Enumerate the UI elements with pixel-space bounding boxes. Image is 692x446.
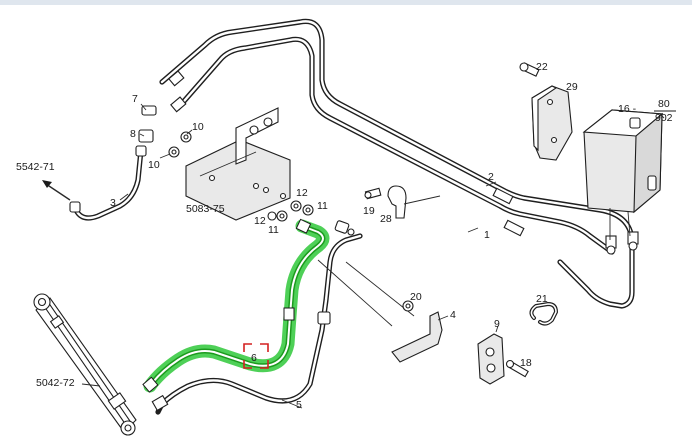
label-part-1: 1 — [484, 229, 490, 241]
label-part-16-fraction-top: 80 — [658, 98, 670, 110]
label-ref-5042-72: 5042-72 — [36, 377, 75, 389]
hose-5 — [151, 220, 363, 415]
clamp-block-9 — [477, 325, 529, 385]
label-ref-5083-75: 5083-75 — [186, 203, 225, 215]
label-part-5: 5 — [296, 399, 302, 411]
leader-lines — [81, 181, 497, 409]
bracket-4 — [391, 300, 449, 363]
clamp-19-28 — [317, 185, 441, 327]
label-part-10-upper: 10 — [192, 121, 204, 133]
hose-6-highlighted — [142, 218, 330, 393]
label-part-9: 9 — [494, 318, 500, 330]
callout-6-box — [243, 343, 269, 369]
label-part-29: 29 — [566, 81, 578, 93]
label-part-11-lower: 11 — [268, 224, 279, 236]
bracket-29 — [519, 62, 573, 161]
cylinder-5042-72 — [33, 293, 137, 436]
label-part-10-lower: 10 — [148, 159, 160, 171]
label-part-4: 4 — [450, 309, 456, 321]
label-part-3: 3 — [110, 197, 116, 209]
label-part-12-upper: 12 — [296, 187, 308, 199]
label-part-22: 22 — [536, 61, 548, 73]
label-part-19: 19 — [363, 205, 375, 217]
label-part-7: 7 — [132, 93, 138, 105]
label-part-16-fraction-bottom: 902 — [655, 112, 673, 124]
bracket-5083-75 — [185, 107, 314, 222]
label-part-6-callout: 6 — [251, 352, 257, 364]
label-part-12-lower: 12 — [254, 215, 266, 227]
label-part-18: 18 — [520, 357, 532, 369]
top-bar — [0, 0, 692, 5]
label-part-8: 8 — [130, 128, 136, 140]
label-part-16: 16 - — [618, 103, 637, 115]
label-part-11-right: 11 — [317, 200, 328, 212]
pipe-assembly-1-2 — [159, 18, 639, 309]
fittings-group — [138, 103, 193, 159]
label-part-2: 2 — [488, 171, 494, 183]
label-ref-5542-71: 5542-71 — [16, 161, 55, 173]
label-part-20: 20 — [410, 291, 422, 303]
hose-3 — [42, 145, 147, 221]
label-part-28: 28 — [380, 213, 392, 225]
clip-21 — [529, 302, 558, 326]
part-labels: 1 2 3 4 5 7 8 9 10 10 11 11 12 12 18 19 … — [16, 61, 676, 411]
reservoir-16 — [582, 109, 665, 240]
label-part-21: 21 — [536, 293, 548, 305]
